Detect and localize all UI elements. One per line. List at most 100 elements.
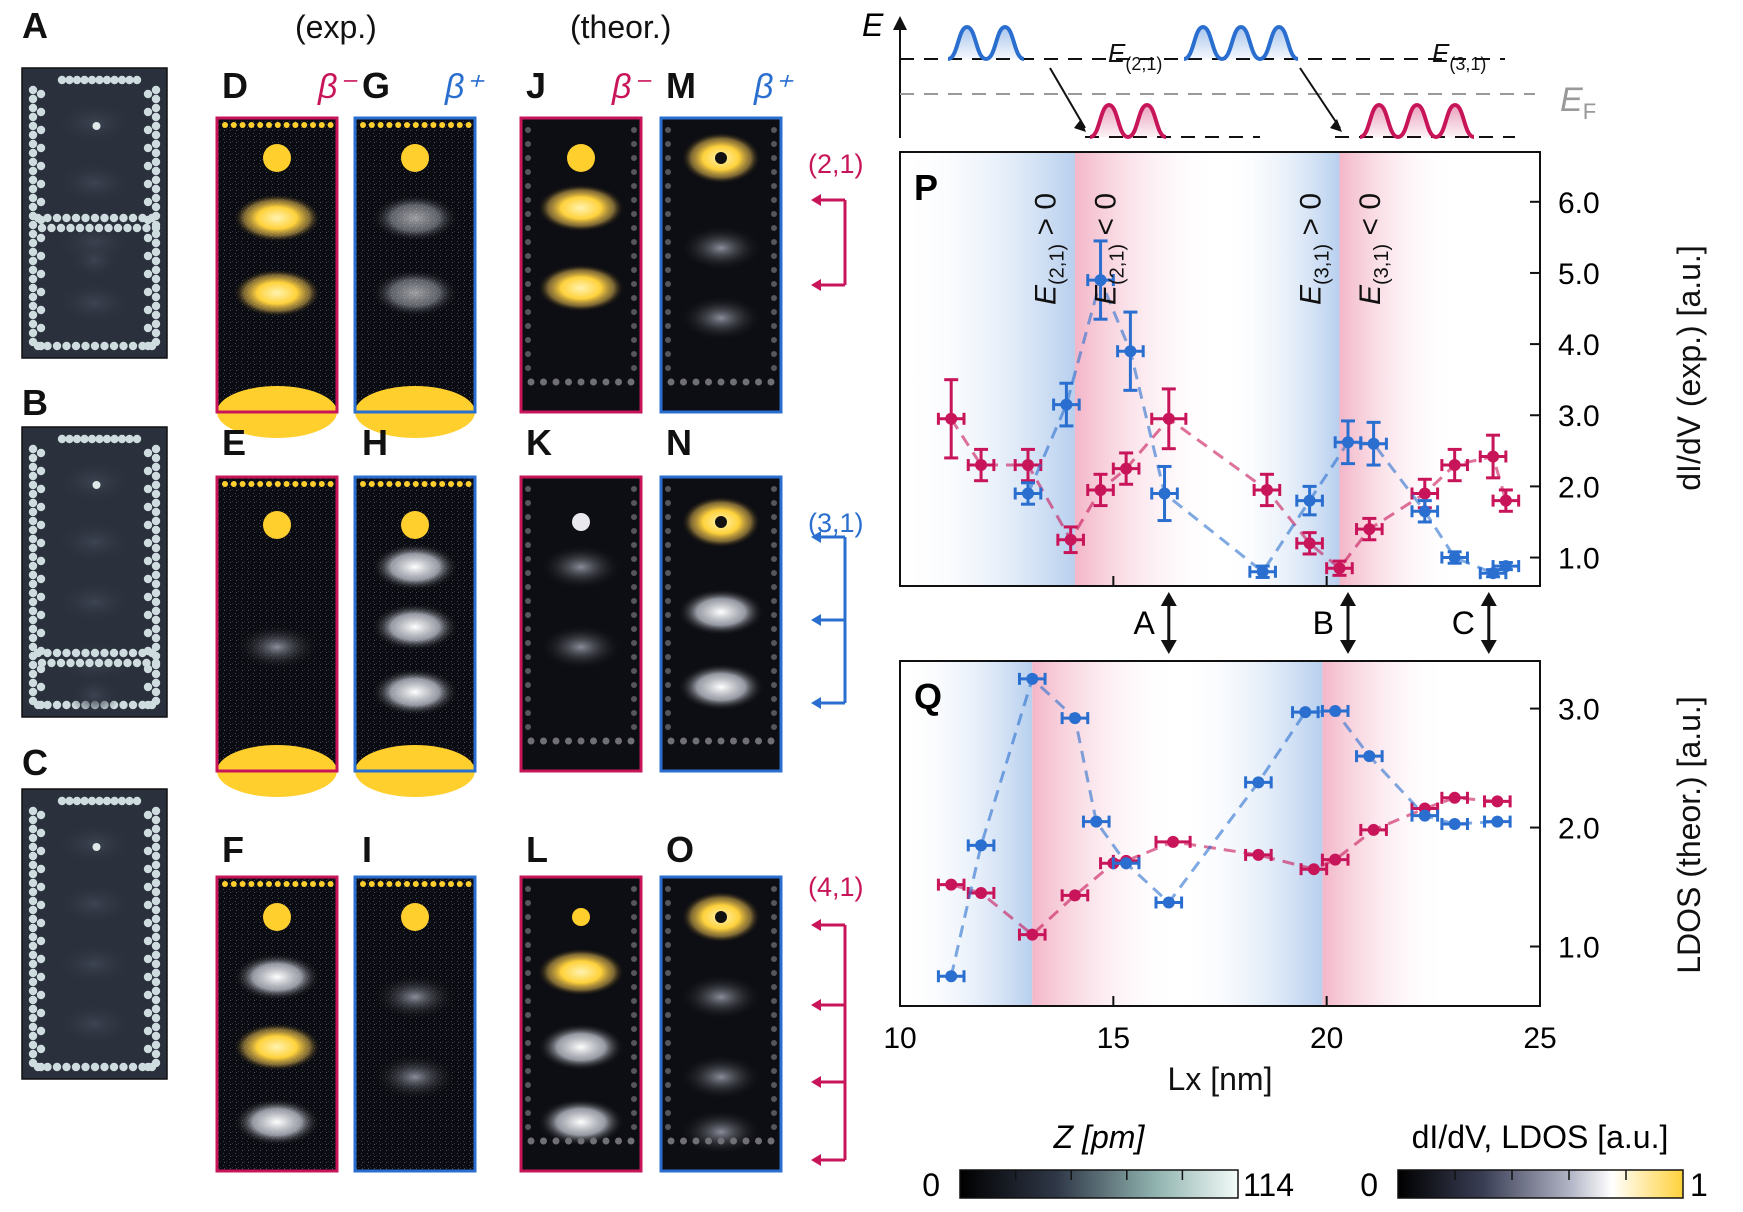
topo-co-molecule — [151, 184, 161, 194]
map-co-site — [771, 309, 777, 315]
ldos-map-j — [519, 116, 643, 414]
map-edge-spot — [395, 481, 402, 487]
topo-co-molecule — [87, 434, 97, 444]
colorbar-ldos-min: 0 — [1360, 1167, 1378, 1203]
map-co-site — [615, 737, 622, 745]
map-co-site — [665, 197, 671, 203]
beta-minus-label: β⁻ — [317, 68, 358, 106]
topo-co-molecule — [72, 796, 82, 806]
region-annotation: E(2,1) > 0 — [1030, 193, 1069, 305]
map-co-site — [631, 351, 637, 357]
panel-label-i: I — [362, 829, 372, 870]
map-co-site — [631, 682, 637, 688]
topo-standing-wave — [54, 942, 135, 986]
mode-label-21: (2,1) — [808, 149, 864, 179]
topo-co-molecule — [28, 247, 38, 257]
topo-co-molecule — [62, 213, 71, 223]
topo-co-molecule — [28, 292, 38, 302]
map-lobe — [233, 623, 321, 671]
topo-co-molecule — [151, 471, 161, 481]
topo-co-molecule — [28, 462, 38, 472]
map-co-site — [665, 528, 671, 534]
topo-co-molecule — [28, 878, 38, 888]
topo-co-molecule — [132, 658, 142, 668]
topo-co-molecule — [151, 606, 161, 616]
topo-co-molecule — [110, 796, 119, 806]
topo-co-molecule — [151, 274, 161, 284]
map-frame — [353, 475, 477, 773]
bracket-arrowhead — [811, 279, 821, 291]
header-theor: (theor.) — [570, 9, 671, 45]
topo-co-molecule — [28, 986, 38, 996]
topo-co-molecule — [33, 213, 43, 223]
map-co-site — [771, 724, 777, 730]
topo-co-molecule — [28, 842, 38, 852]
topo-co-molecule — [36, 305, 46, 315]
topo-co-molecule — [151, 806, 161, 816]
map-co-site — [771, 486, 777, 492]
topo-co-molecule — [52, 213, 62, 223]
topo-co-molecule — [36, 574, 46, 584]
map-co-site — [527, 1137, 535, 1145]
topo-co-molecule — [151, 498, 161, 508]
topo-co-molecule — [151, 453, 161, 463]
panel-label-h: H — [362, 422, 388, 463]
topo-co-molecule — [151, 121, 161, 131]
map-co-site — [771, 295, 777, 301]
map-edge-spot — [368, 122, 375, 128]
shift-arrow-21 — [1049, 67, 1086, 129]
topo-co-molecule — [36, 972, 46, 982]
map-co-site — [665, 724, 671, 730]
map-co-site — [631, 1054, 637, 1060]
map-edge-spot — [230, 881, 237, 887]
topo-co-molecule — [143, 143, 153, 153]
map-ring-center — [715, 911, 727, 923]
data-point-magenta — [1418, 487, 1431, 500]
y-tick-label: 1.0 — [1558, 543, 1600, 576]
data-point-blue — [1068, 712, 1081, 725]
map-co-site — [525, 309, 531, 315]
topo-co-molecule — [143, 502, 153, 512]
map-edge-spot — [327, 481, 334, 487]
topo-co-molecule — [85, 223, 94, 233]
topo-co-molecule — [28, 489, 38, 499]
map-lobe — [537, 1023, 625, 1071]
map-co-site — [627, 378, 635, 386]
map-co-site — [525, 486, 531, 492]
x-axis-title: Lx [nm] — [1168, 1061, 1273, 1097]
topo-co-molecule — [28, 995, 38, 1005]
map-lobe — [233, 1023, 321, 1071]
topo-co-molecule — [28, 301, 38, 311]
topo-co-molecule — [43, 648, 52, 658]
topo-co-molecule — [143, 936, 153, 946]
topo-co-molecule — [143, 538, 153, 548]
topo-co-molecule — [151, 148, 161, 158]
map-co-site — [602, 378, 610, 386]
map-co-site — [525, 640, 531, 646]
topo-co-molecule — [36, 954, 46, 964]
topo-co-molecule — [151, 815, 161, 825]
map-co-site — [631, 155, 637, 161]
topo-co-molecule — [147, 700, 157, 710]
topo-co-molecule — [143, 900, 153, 910]
topo-co-molecule — [143, 846, 153, 856]
topo-co-molecule — [56, 658, 66, 668]
topo-standing-wave — [54, 882, 135, 926]
map-co-site — [771, 253, 777, 259]
topo-co-molecule — [151, 860, 161, 870]
topo-co-molecule — [28, 229, 38, 239]
map-co-site — [631, 337, 637, 343]
map-co-site — [525, 598, 531, 604]
map-edge-spot — [368, 481, 375, 487]
topo-co-molecule — [28, 498, 38, 508]
topo-co-molecule — [28, 130, 38, 140]
topo-co-molecule — [28, 94, 38, 104]
topo-co-molecule — [28, 905, 38, 915]
map-co-site — [665, 556, 671, 562]
map-edge-spot — [257, 122, 264, 128]
topo-co-molecule — [143, 954, 153, 964]
panel-label-e: E — [222, 422, 246, 463]
topo-co-molecule — [80, 796, 89, 806]
bracket-arrowhead — [811, 531, 821, 543]
panel-label-b: B — [22, 382, 48, 423]
